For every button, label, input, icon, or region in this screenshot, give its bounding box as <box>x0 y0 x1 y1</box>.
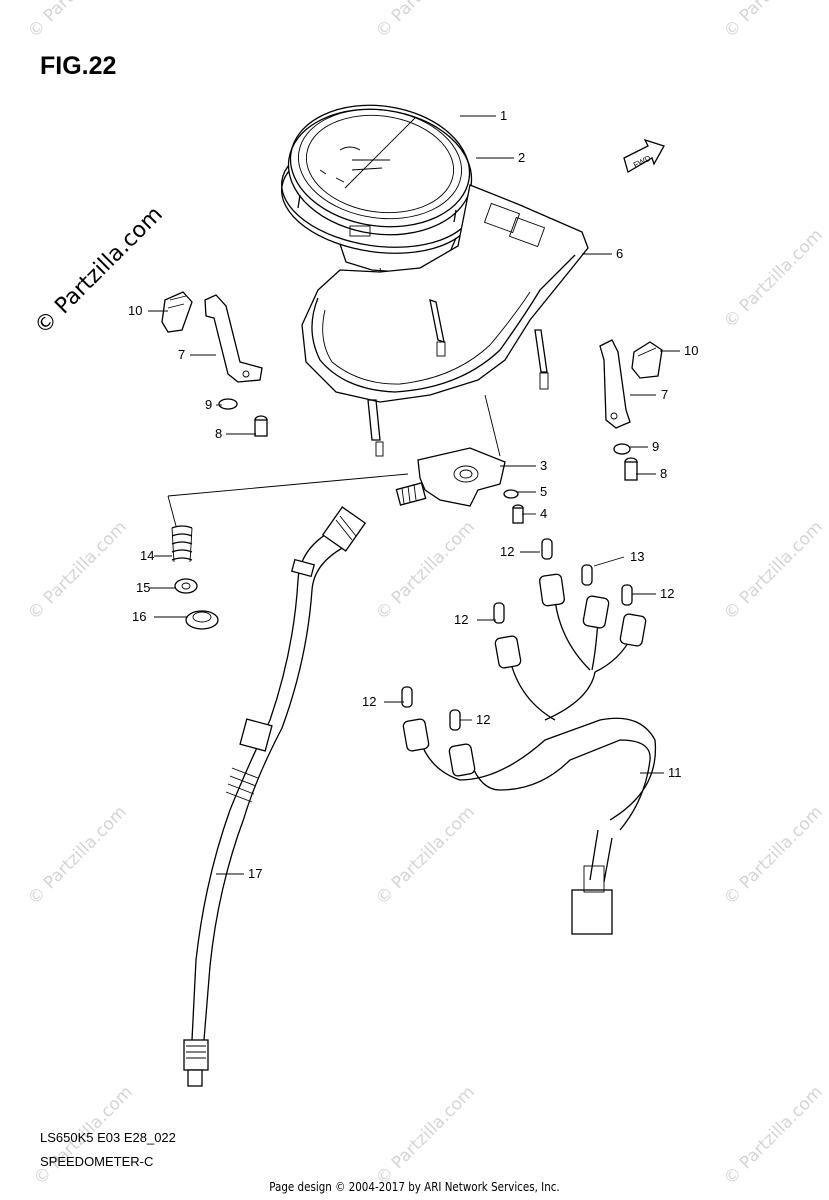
washer-right <box>613 443 631 455</box>
speedometer-cable <box>183 506 367 1087</box>
callout-17: 17 <box>248 866 263 881</box>
washer-left <box>218 398 238 410</box>
bracket-left <box>204 294 263 383</box>
callout-12-e: 12 <box>476 712 491 727</box>
page-credit: Page design © 2004-2017 by ARI Network S… <box>269 1180 560 1194</box>
callout-8-right: 8 <box>660 466 668 481</box>
callout-7-right: 7 <box>661 387 669 402</box>
screw-right <box>624 457 638 481</box>
callout-12-d: 12 <box>362 694 377 709</box>
callout-11: 11 <box>668 765 682 780</box>
callout-7-left: 7 <box>178 347 186 362</box>
forward-arrow-icon: FWD <box>623 138 665 173</box>
assembly-name: SPEEDOMETER-C <box>40 1154 154 1169</box>
screw-left <box>254 415 268 437</box>
clamp-left <box>161 291 193 333</box>
callout-15: 15 <box>136 580 151 595</box>
bulb <box>401 538 633 731</box>
callout-12-a: 12 <box>500 544 515 559</box>
figure-title: FIG.22 <box>40 52 117 80</box>
callout-12-b: 12 <box>660 586 675 601</box>
model-code: LS650K5 E03 E28_022 <box>40 1130 176 1145</box>
callout-9-right: 9 <box>652 439 660 454</box>
leader-lines <box>148 115 680 875</box>
gear-box <box>395 447 506 507</box>
clamp-right <box>631 341 663 379</box>
callout-12-c: 12 <box>454 612 469 627</box>
callout-16: 16 <box>132 609 147 624</box>
washer-5 <box>503 489 519 499</box>
bulb-socket <box>402 573 647 777</box>
callout-6: 6 <box>616 246 624 261</box>
callout-9-left: 9 <box>205 397 213 412</box>
callout-4: 4 <box>540 506 548 521</box>
callout-2: 2 <box>518 150 526 165</box>
callout-8-left: 8 <box>215 426 223 441</box>
screw-4 <box>512 504 524 524</box>
callout-1: 1 <box>500 108 508 123</box>
spring-14 <box>171 525 193 563</box>
callout-3: 3 <box>540 458 548 473</box>
grommet-16 <box>185 610 219 630</box>
speedometer-head <box>281 104 475 289</box>
meter-case <box>301 184 589 457</box>
callout-14: 14 <box>140 548 155 563</box>
callout-10-right: 10 <box>684 343 699 358</box>
callout-10-left: 10 <box>128 303 143 318</box>
washer-15 <box>174 578 198 594</box>
wiring-harness <box>419 599 657 935</box>
callout-5: 5 <box>540 484 548 499</box>
callout-13: 13 <box>630 549 645 564</box>
bracket-right <box>599 339 631 429</box>
